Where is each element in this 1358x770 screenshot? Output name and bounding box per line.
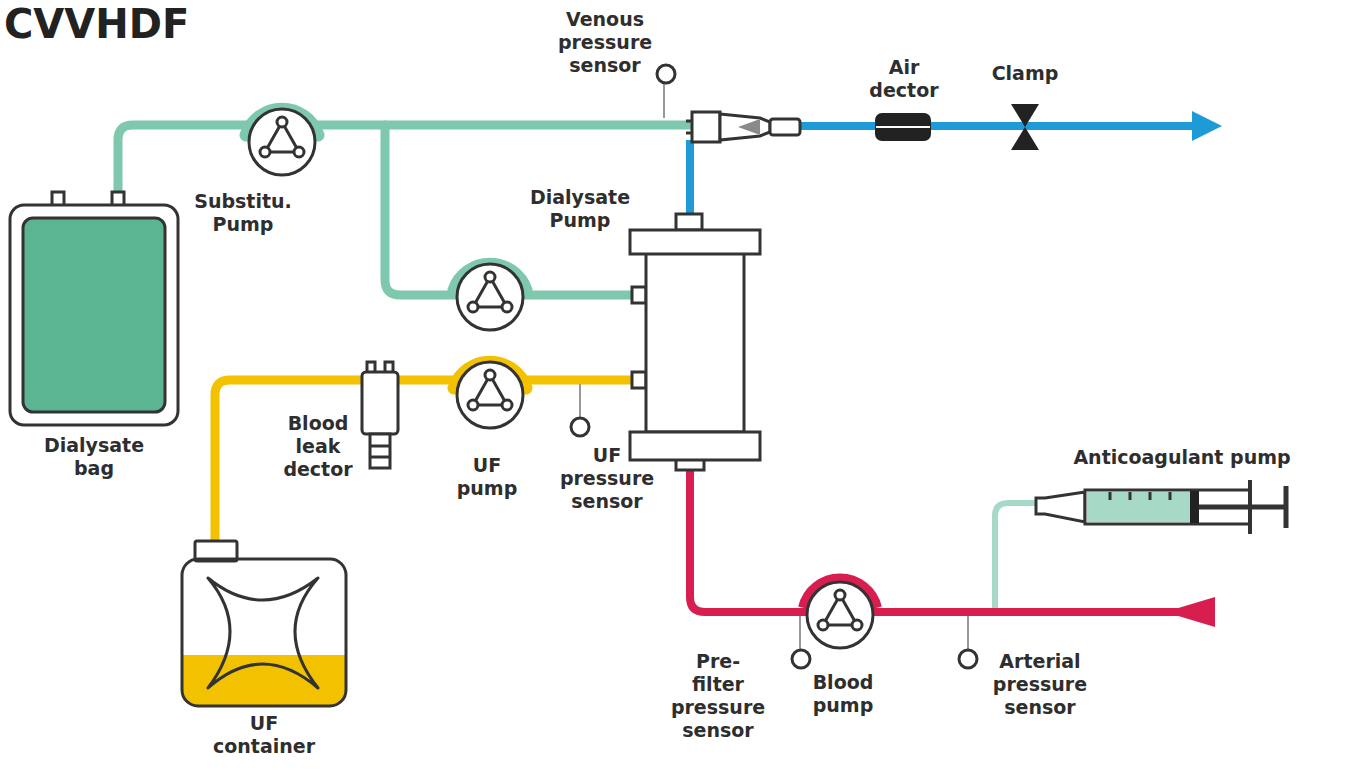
roller-pumps-part-part	[502, 302, 512, 312]
pressure-sensors	[571, 65, 977, 668]
pressure-sensors-part	[799, 616, 801, 650]
pressure-sensors-part	[792, 650, 810, 668]
part-label: Arterial pressure sensor	[993, 650, 1087, 719]
air-detector-part	[875, 113, 931, 141]
anticoagulant-line	[995, 503, 1036, 608]
part-label: Clamp	[992, 62, 1059, 85]
anticoagulant-syringe-part	[1109, 492, 1112, 500]
dialysate-bag-part	[10, 205, 178, 425]
hemofilter-part	[632, 287, 646, 303]
part-label: Venous pressure sensor	[558, 8, 652, 77]
anticoagulant-syringe-part	[1169, 492, 1172, 500]
clamp-symbol-part	[1011, 127, 1039, 150]
part-label: Blood leak dector	[283, 412, 352, 481]
pressure-sensors-part	[657, 65, 675, 83]
venous-connector-part	[686, 132, 692, 135]
part-label: Dialysate bag	[44, 434, 144, 480]
roller-pumps-part-part	[468, 302, 478, 312]
roller-pumps-part-part	[485, 370, 495, 380]
part-label: UF pressure sensor	[560, 444, 654, 513]
dialysate-bag	[10, 192, 178, 425]
uf-container-part	[208, 578, 318, 688]
dialysate-tubing-part	[118, 125, 695, 196]
venous-line-part	[1192, 111, 1222, 141]
roller-pumps-part-part	[818, 620, 828, 630]
pressure-sensors-part	[571, 418, 589, 436]
part-label: Anticoagulant pump	[1073, 446, 1290, 469]
arterial-line-part	[1165, 597, 1215, 627]
venous-connector-part	[686, 120, 692, 123]
anticoagulant-syringe-part	[1087, 492, 1190, 522]
dialysate-bag-part	[23, 218, 165, 412]
roller-pumps-part-part	[457, 362, 523, 428]
blood-leak-detector-part	[370, 445, 390, 448]
part-label: UF pump	[457, 454, 518, 500]
part-label: Air dector	[869, 56, 938, 102]
roller-pumps-part-part	[807, 582, 873, 648]
roller-pumps-part-part	[277, 117, 287, 127]
venous-connector-part	[720, 114, 770, 140]
part-label: Dialysate Pump	[530, 186, 630, 232]
venous-connector	[686, 112, 800, 142]
venous-connector-part	[738, 119, 760, 135]
anticoagulant-syringe-part	[1199, 505, 1285, 510]
hemofilter-part	[632, 372, 646, 388]
hemofilter-part	[630, 230, 760, 254]
blood-leak-detector-part	[362, 372, 398, 434]
dialysate-tubing	[118, 109, 695, 295]
pressure-sensors-part	[959, 650, 977, 668]
clamp-symbol	[1011, 104, 1039, 150]
roller-pumps-part	[249, 109, 315, 175]
pressure-sensors-part	[579, 384, 581, 418]
anticoagulant-syringe	[1036, 480, 1286, 534]
hemofilter-part	[646, 252, 744, 432]
roller-pumps-part-part	[485, 272, 495, 282]
ultrafiltrate-tubing-part	[215, 380, 632, 545]
roller-pumps-part-part	[835, 590, 845, 600]
anticoagulant-syringe-part	[1149, 492, 1152, 500]
venous-connector-part	[692, 112, 720, 142]
ultrafiltrate-tubing	[215, 362, 632, 545]
roller-pumps-part	[457, 362, 523, 428]
blood-leak-detector-part	[370, 434, 390, 468]
venous-line	[690, 111, 1222, 228]
pressure-sensors-part	[663, 84, 665, 118]
air-detector-part	[876, 126, 930, 128]
hemofilter	[630, 214, 760, 470]
venous-connector-part	[770, 119, 800, 135]
pressure-sensors-part	[967, 616, 969, 650]
roller-pumps-part-part	[502, 400, 512, 410]
roller-pumps-part-part	[260, 147, 270, 157]
part-label: Blood pump	[813, 671, 874, 717]
hemofilter-part	[676, 214, 702, 230]
roller-pumps-part-part	[457, 264, 523, 330]
hemofilter-part	[630, 432, 760, 460]
anticoagulant-syringe-part	[1190, 491, 1199, 523]
air-detector	[875, 113, 931, 141]
roller-pumps-part-part	[294, 147, 304, 157]
blood-leak-detector-part	[370, 456, 390, 459]
uf-container	[182, 541, 346, 707]
roller-pumps-part-part	[468, 400, 478, 410]
clamp-symbol-part	[1011, 104, 1039, 127]
part-label: UF container	[213, 712, 315, 758]
diagram-title: CVVHDF	[4, 0, 189, 48]
roller-pumps-part	[457, 264, 523, 330]
part-label: Pre-filter pressure sensor	[671, 650, 765, 742]
venous-line-part	[800, 122, 1195, 130]
anticoagulant-syringe-part	[1036, 492, 1085, 522]
part-label: Substitu. Pump	[194, 190, 292, 236]
anticoagulant-syringe-part	[1129, 492, 1132, 500]
roller-pumps-part	[807, 582, 873, 648]
blood-leak-detector	[362, 362, 398, 468]
roller-pumps-part-part	[249, 109, 315, 175]
anticoagulant-syringe-part	[1284, 486, 1289, 528]
roller-pumps-part-part	[852, 620, 862, 630]
uf-container-part	[182, 559, 346, 706]
